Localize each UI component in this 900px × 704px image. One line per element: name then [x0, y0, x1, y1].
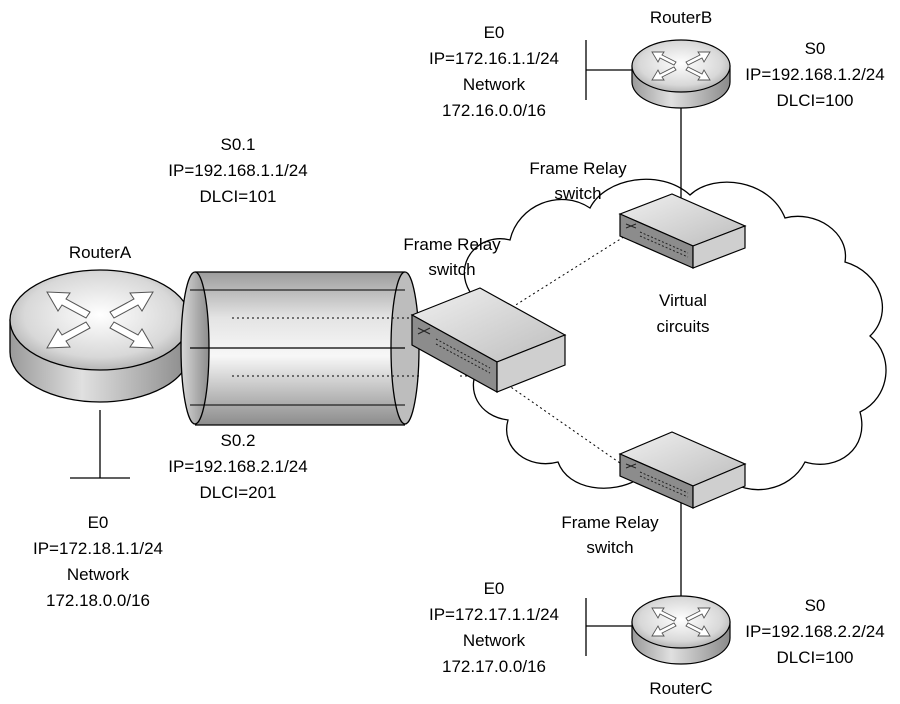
- router-b-s0-dlci: DLCI=100: [776, 91, 853, 110]
- router-b-e0-ip: IP=172.16.1.1/24: [429, 49, 559, 68]
- router-a-e0-info: E0 IP=172.18.1.1/24 Network 172.18.0.0/1…: [33, 513, 163, 610]
- router-c-s0-info: S0 IP=192.168.2.2/24 DLCI=100: [745, 596, 884, 667]
- router-b-s0-name: S0: [805, 39, 826, 58]
- switch-center-label-line1: Frame Relay: [403, 235, 501, 254]
- cloud-label-line1: Virtual: [659, 291, 707, 310]
- switch-bottom-label-line2: switch: [586, 538, 633, 557]
- switch-center-label-line2: switch: [428, 260, 475, 279]
- router-c-e0-network-label: Network: [463, 631, 526, 650]
- router-b-e0-info: E0 IP=172.16.1.1/24 Network 172.16.0.0/1…: [429, 23, 559, 120]
- switch-bottom-label-line1: Frame Relay: [561, 513, 659, 532]
- router-a-label: RouterA: [69, 243, 132, 262]
- router-b-e0-network-label: Network: [463, 75, 526, 94]
- router-c-s0-ip: IP=192.168.2.2/24: [745, 622, 884, 641]
- router-b-e0-network: 172.16.0.0/16: [442, 101, 546, 120]
- router-a-s02-info: S0.2 IP=192.168.2.1/24 DLCI=201: [168, 431, 307, 502]
- router-b-s0-ip: IP=192.168.1.2/24: [745, 65, 884, 84]
- router-a-e0-network: 172.18.0.0/16: [46, 591, 150, 610]
- router-a-s02-name: S0.2: [221, 431, 256, 450]
- router-b-icon: [632, 40, 730, 108]
- router-b-e0-name: E0: [484, 23, 505, 42]
- router-c-e0-name: E0: [484, 579, 505, 598]
- router-a-s02-ip: IP=192.168.2.1/24: [168, 457, 307, 476]
- switch-top-label-line2: switch: [554, 184, 601, 203]
- router-b-s0-info: S0 IP=192.168.1.2/24 DLCI=100: [745, 39, 884, 110]
- router-c-e0-info: E0 IP=172.17.1.1/24 Network 172.17.0.0/1…: [429, 579, 559, 676]
- router-a-e0-ip: IP=172.18.1.1/24: [33, 539, 163, 558]
- serial-tube: [181, 272, 420, 425]
- router-a-s02-dlci: DLCI=201: [199, 483, 276, 502]
- router-a-s01-name: S0.1: [221, 135, 256, 154]
- router-c-icon: [632, 596, 730, 664]
- router-c-s0-dlci: DLCI=100: [776, 648, 853, 667]
- router-a-icon: [10, 270, 190, 402]
- switch-top-label-line1: Frame Relay: [529, 159, 627, 178]
- switch-bottom-label: Frame Relay switch: [561, 513, 659, 557]
- router-a-s01-info: S0.1 IP=192.168.1.1/24 DLCI=101: [168, 135, 307, 206]
- router-c-s0-name: S0: [805, 596, 826, 615]
- cloud-label-line2: circuits: [657, 317, 710, 336]
- router-a-s01-ip: IP=192.168.1.1/24: [168, 161, 307, 180]
- router-c-e0-network: 172.17.0.0/16: [442, 657, 546, 676]
- router-b-label: RouterB: [650, 8, 712, 27]
- router-c-e0-ip: IP=172.17.1.1/24: [429, 605, 559, 624]
- router-a-ethernet: [70, 410, 130, 478]
- router-a-e0-network-label: Network: [67, 565, 130, 584]
- router-a-s01-dlci: DLCI=101: [199, 187, 276, 206]
- router-a-e0-name: E0: [88, 513, 109, 532]
- router-c-label: RouterC: [649, 679, 712, 698]
